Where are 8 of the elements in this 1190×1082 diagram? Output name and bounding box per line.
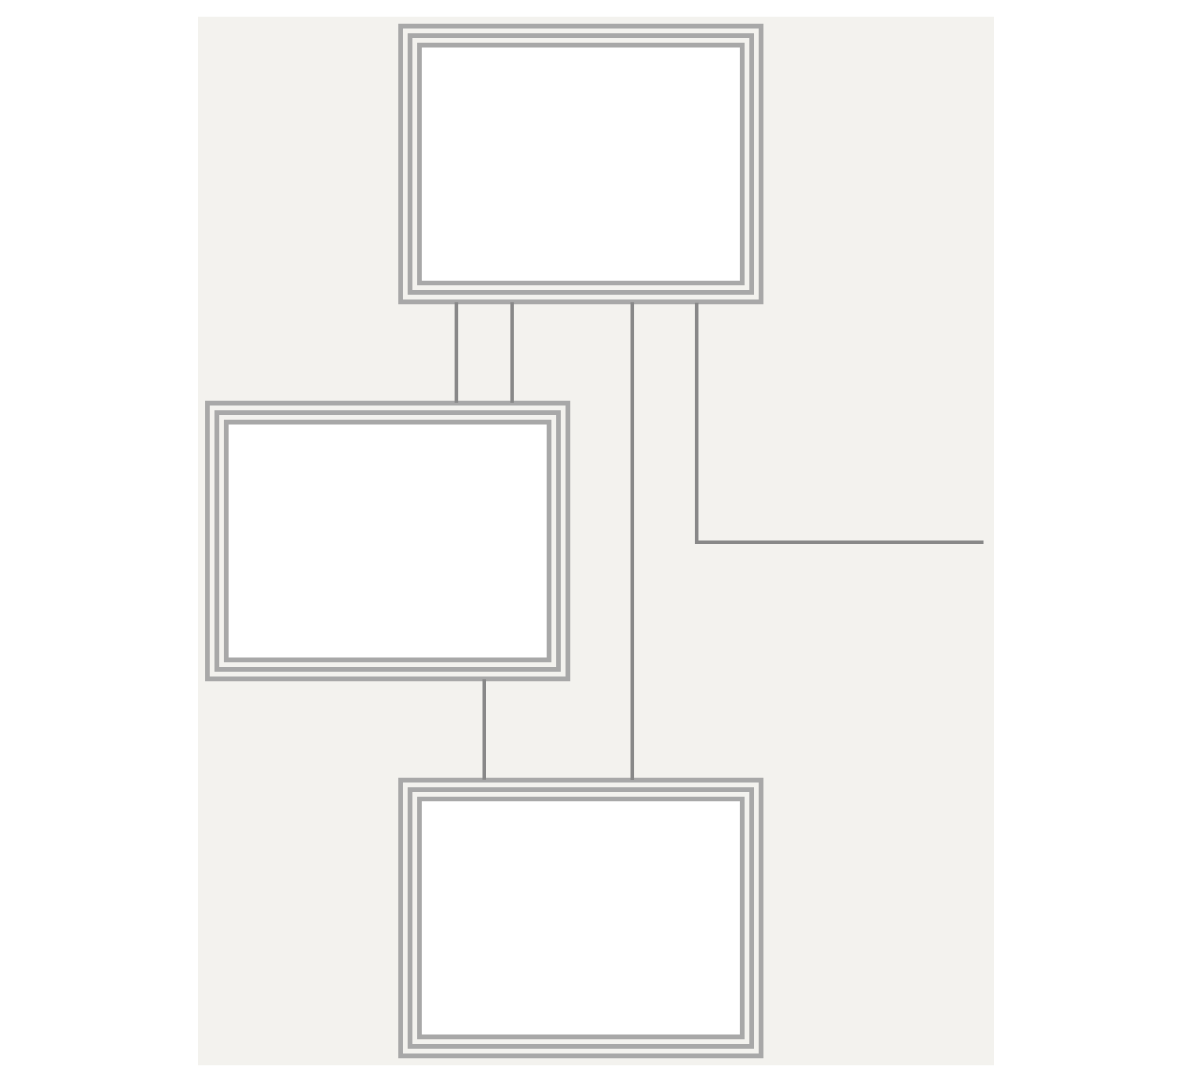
node-box [397, 777, 763, 1059]
connector [453, 302, 458, 403]
node-box [397, 23, 763, 305]
node-box [204, 400, 570, 682]
connector [629, 302, 634, 780]
connector [481, 679, 485, 780]
connector [509, 302, 513, 403]
connector [693, 302, 983, 544]
